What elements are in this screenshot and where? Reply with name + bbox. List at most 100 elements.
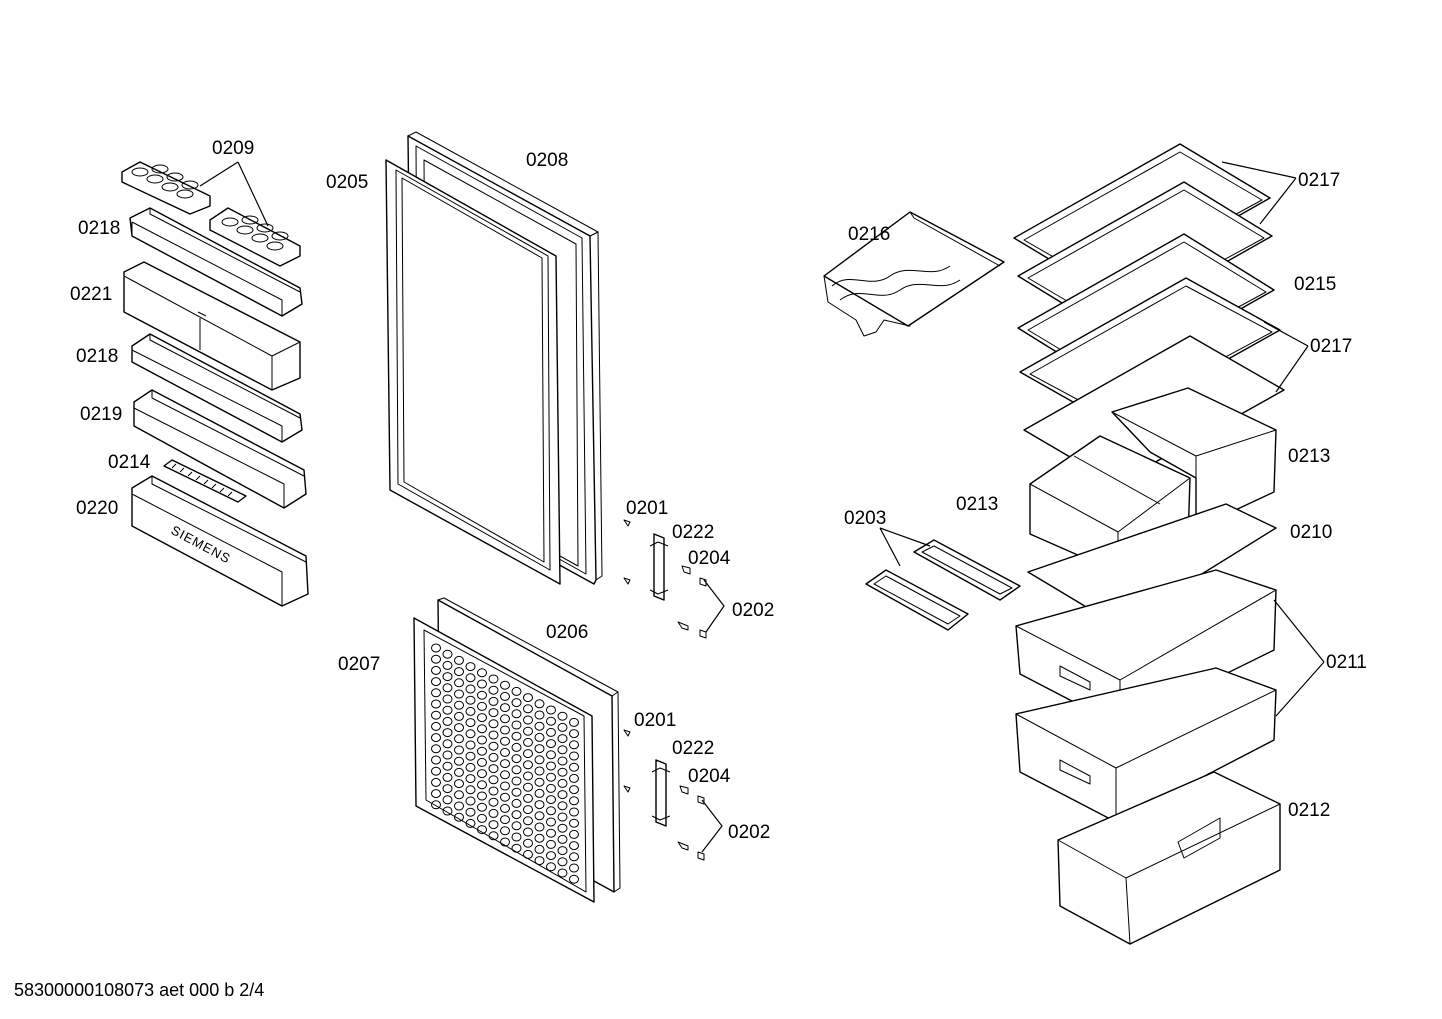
- panel-dimple: [523, 760, 533, 770]
- panel-dimple: [488, 741, 499, 751]
- panel-dimple: [442, 750, 453, 760]
- panel-dimple: [500, 747, 510, 757]
- panel-dimple: [488, 674, 499, 684]
- label-0212: 0212: [1288, 800, 1330, 821]
- panel-dimple: [557, 846, 568, 856]
- panel-dimple: [477, 757, 487, 767]
- panel-dimple: [534, 788, 545, 798]
- panel-dimple: [454, 734, 464, 744]
- panel-dimple: [431, 744, 441, 754]
- ice-tray-0203-a: [865, 569, 969, 631]
- panel-dimple: [557, 756, 568, 766]
- label-0214: 0214: [108, 452, 151, 473]
- panel-dimple: [442, 806, 453, 816]
- panel-dimple: [511, 798, 522, 808]
- panel-dimple: [465, 684, 476, 694]
- panel-dimple: [488, 719, 499, 729]
- panel-dimple: [546, 783, 556, 793]
- panel-dimple: [431, 677, 441, 687]
- panel-dimple: [454, 756, 464, 766]
- panel-dimple: [465, 695, 476, 705]
- panel-dimple: [511, 742, 522, 752]
- panel-dimple: [442, 660, 453, 670]
- panel-dimple: [569, 740, 579, 750]
- panel-dimple: [534, 800, 545, 810]
- panel-dimple: [442, 705, 453, 715]
- egg-tray-0209-bottom: [209, 207, 301, 267]
- panel-dimple: [500, 759, 510, 769]
- freezer-drawer-0212: [1057, 771, 1281, 945]
- panel-dimple: [500, 680, 510, 690]
- panel-dimple: [557, 857, 568, 867]
- panel-dimple: [523, 737, 533, 747]
- label-0215: 0215: [1294, 274, 1336, 295]
- panel-dimple: [454, 723, 464, 733]
- egg-tray-0209-top: [121, 161, 211, 215]
- panel-dimple: [511, 821, 522, 831]
- panel-dimple: [454, 678, 464, 688]
- panel-dimple: [557, 734, 568, 744]
- panel-dimple: [454, 655, 464, 665]
- panel-dimple: [523, 816, 533, 826]
- panel-dimple: [523, 715, 533, 725]
- panel-dimple: [569, 717, 579, 727]
- panel-dimple: [488, 752, 499, 762]
- panel-dimple: [454, 801, 464, 811]
- panel-dimple: [465, 751, 476, 761]
- panel-dimple: [500, 703, 510, 713]
- panel-dimple: [442, 728, 453, 738]
- panel-dimple: [511, 832, 522, 842]
- panel-dimple: [477, 690, 487, 700]
- panel-dimple: [523, 838, 533, 848]
- panel-dimple: [500, 725, 510, 735]
- panel-dimple: [523, 782, 533, 792]
- panel-dimple: [500, 837, 510, 847]
- panel-dimple: [569, 818, 579, 828]
- panel-dimple: [431, 710, 441, 720]
- panel-dimple: [546, 839, 556, 849]
- label-0220: 0220: [76, 498, 118, 519]
- panel-dimple: [534, 744, 545, 754]
- panel-dimple: [557, 722, 568, 732]
- panel-dimple: [488, 820, 499, 830]
- panel-dimple: [442, 784, 453, 794]
- label-0219: 0219: [80, 404, 122, 425]
- panel-dimple: [431, 766, 441, 776]
- panel-dimple: [557, 868, 568, 878]
- panel-dimple: [511, 754, 522, 764]
- panel-dimple: [442, 694, 453, 704]
- panel-dimple: [569, 829, 579, 839]
- panel-dimple: [442, 795, 453, 805]
- panel-dimple: [431, 777, 441, 787]
- panel-dimple: [500, 736, 510, 746]
- label-0202-upper: 0202: [732, 600, 774, 621]
- label-0216: 0216: [848, 224, 890, 245]
- panel-dimple: [465, 818, 476, 828]
- panel-dimple: [534, 844, 545, 854]
- panel-dimple: [465, 662, 476, 672]
- panel-dimple: [523, 827, 533, 837]
- label-0221: 0221: [70, 284, 112, 305]
- panel-dimple: [488, 708, 499, 718]
- hardware-upper: [623, 519, 725, 639]
- panel-dimple: [557, 823, 568, 833]
- panel-dimple: [442, 649, 453, 659]
- panel-dimple: [511, 720, 522, 730]
- panel-dimple: [534, 833, 545, 843]
- label-0208: 0208: [526, 150, 568, 171]
- door-shelf-0218-mid: [131, 333, 303, 443]
- panel-dimple: [534, 732, 545, 742]
- panel-dimple: [442, 716, 453, 726]
- panel-dimple: [557, 745, 568, 755]
- label-0204-lower: 0204: [688, 766, 731, 787]
- panel-dimple: [431, 699, 441, 709]
- panel-dimple: [465, 706, 476, 716]
- label-0205: 0205: [326, 172, 368, 193]
- panel-dimple: [569, 807, 579, 817]
- panel-dimple: [454, 790, 464, 800]
- panel-dimple: [534, 710, 545, 720]
- document-footer-id: 58300000108073 aet 000 b 2/4: [14, 980, 265, 1000]
- panel-dimple: [546, 739, 556, 749]
- panel-dimple: [465, 785, 476, 795]
